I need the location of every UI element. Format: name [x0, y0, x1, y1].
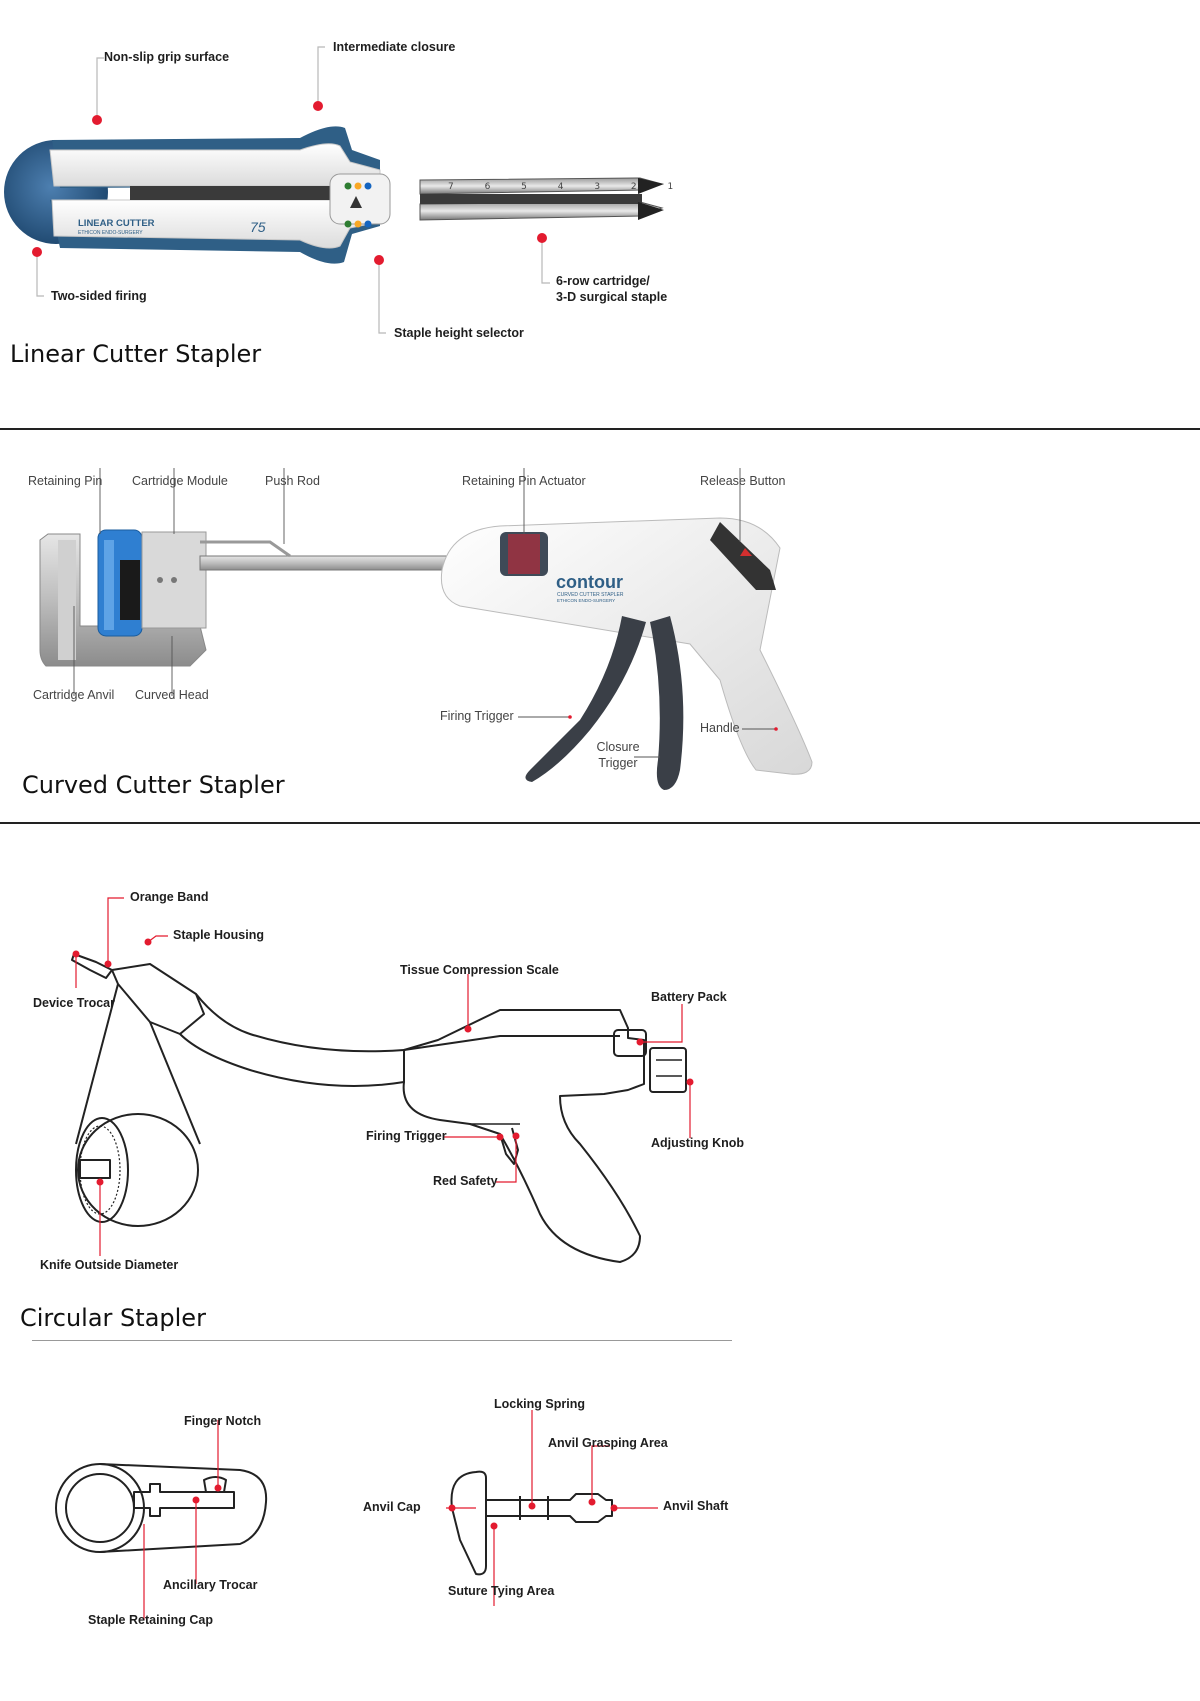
label-push-rod: Push Rod [265, 474, 320, 488]
closure-trigger [650, 616, 684, 790]
jaw-scale-text: 7 6 5 4 3 2 1 [448, 182, 687, 192]
ancillary-trocar [133, 1483, 235, 1517]
handle-body [440, 517, 813, 775]
lower-jaw [419, 201, 664, 221]
label-staple-height-selector: Staple height selector [394, 326, 524, 340]
linear-cutter-section: 7 6 5 4 3 2 1 LINEAR CUTTER ETHICON ENDO… [0, 0, 1200, 428]
label-staple-retaining-cap: Staple Retaining Cap [88, 1613, 214, 1627]
label-red-safety: Red Safety [433, 1174, 498, 1188]
label-locking-spring: Locking Spring [494, 1397, 585, 1411]
label-closure-trigger: Closure Trigger [596, 740, 640, 771]
body-number: 75 [250, 219, 266, 235]
label-anvil-grasping-area: Anvil Grasping Area [548, 1436, 668, 1450]
label-6-row-cartridge: 6-row cartridge/ 3-D surgical staple [556, 274, 668, 305]
divider-1 [0, 428, 1200, 430]
label-anvil-shaft: Anvil Shaft [663, 1499, 729, 1513]
circular-stapler-title: Circular Stapler [20, 1304, 206, 1332]
label-retaining-pin: Retaining Pin [28, 474, 103, 488]
curved-cutter-section: contour CURVED CUTTER STAPLER ETHICON EN… [0, 430, 1200, 822]
label-battery-pack: Battery Pack [651, 990, 727, 1004]
circular-handle [402, 1009, 645, 1263]
shaft [199, 555, 453, 571]
body-brand-subtext: ETHICON ENDO-SURGERY [78, 230, 143, 236]
accessories-illustration [55, 1410, 658, 1620]
label-handle: Handle [700, 721, 740, 735]
label-non-slip-grip: Non-slip grip surface [104, 50, 230, 64]
label-orange-band: Orange Band [130, 890, 209, 904]
linear-cutter-title: Linear Cutter Stapler [10, 340, 262, 368]
label-staple-housing: Staple Housing [173, 928, 264, 942]
anvil-shaft-shape [485, 1493, 613, 1523]
body-brand-text: LINEAR CUTTER [78, 218, 155, 229]
height-selector-window [329, 173, 391, 225]
curved-shaft [179, 993, 405, 1087]
staple-retaining-cap [55, 1463, 145, 1553]
anvil-cap-shape [450, 1470, 487, 1576]
brand-logo: contour [556, 572, 623, 592]
label-two-sided-firing: Two-sided firing [51, 289, 147, 303]
body-slot [130, 186, 340, 200]
label-device-trocar: Device Trocar [33, 996, 115, 1010]
staple-housing [111, 963, 205, 1035]
label-release-button: Release Button [700, 474, 786, 488]
brand-sub2: ETHICON ENDO-SURGERY [557, 598, 615, 603]
label-curved-head: Curved Head [135, 688, 209, 702]
label-ancillary-trocar: Ancillary Trocar [163, 1578, 258, 1592]
divider-2 [0, 822, 1200, 824]
label-firing-trigger: Firing Trigger [440, 709, 514, 723]
divider-3 [32, 1340, 732, 1341]
label-tissue-compression-scale: Tissue Compression Scale [400, 963, 559, 977]
circular-stapler-section: Orange Band Staple Housing Device Trocar… [0, 824, 1200, 1344]
magnified-view [77, 1113, 199, 1227]
label-adjusting-knob: Adjusting Knob [651, 1136, 745, 1150]
battery-pack [613, 1029, 647, 1057]
label-anvil-cap: Anvil Cap [363, 1500, 421, 1514]
accessories-section: Finger Notch Ancillary Trocar Staple Ret… [0, 1344, 1200, 1701]
label-finger-notch: Finger Notch [184, 1414, 262, 1428]
brand-sub: CURVED CUTTER STAPLER [557, 592, 624, 598]
label-suture-tying-area: Suture Tying Area [448, 1584, 555, 1598]
adjusting-knob [649, 1047, 687, 1093]
label-cartridge-module: Cartridge Module [132, 474, 228, 488]
circular-stapler-illustration [71, 897, 694, 1263]
label-retaining-pin-actuator: Retaining Pin Actuator [462, 474, 586, 488]
label-cartridge-anvil: Cartridge Anvil [33, 688, 115, 702]
curved-cutter-illustration: contour CURVED CUTTER STAPLER ETHICON EN… [39, 468, 813, 790]
firing-trigger [525, 616, 646, 782]
device-trocar [71, 953, 113, 979]
linear-cutter-illustration: 7 6 5 4 3 2 1 LINEAR CUTTER ETHICON ENDO… [4, 46, 687, 334]
label-firing-trigger-circular: Firing Trigger [366, 1129, 447, 1143]
label-intermediate-closure: Intermediate closure [333, 40, 456, 54]
curved-cutter-title: Curved Cutter Stapler [22, 771, 285, 799]
label-knife-outside-diameter: Knife Outside Diameter [40, 1258, 179, 1272]
